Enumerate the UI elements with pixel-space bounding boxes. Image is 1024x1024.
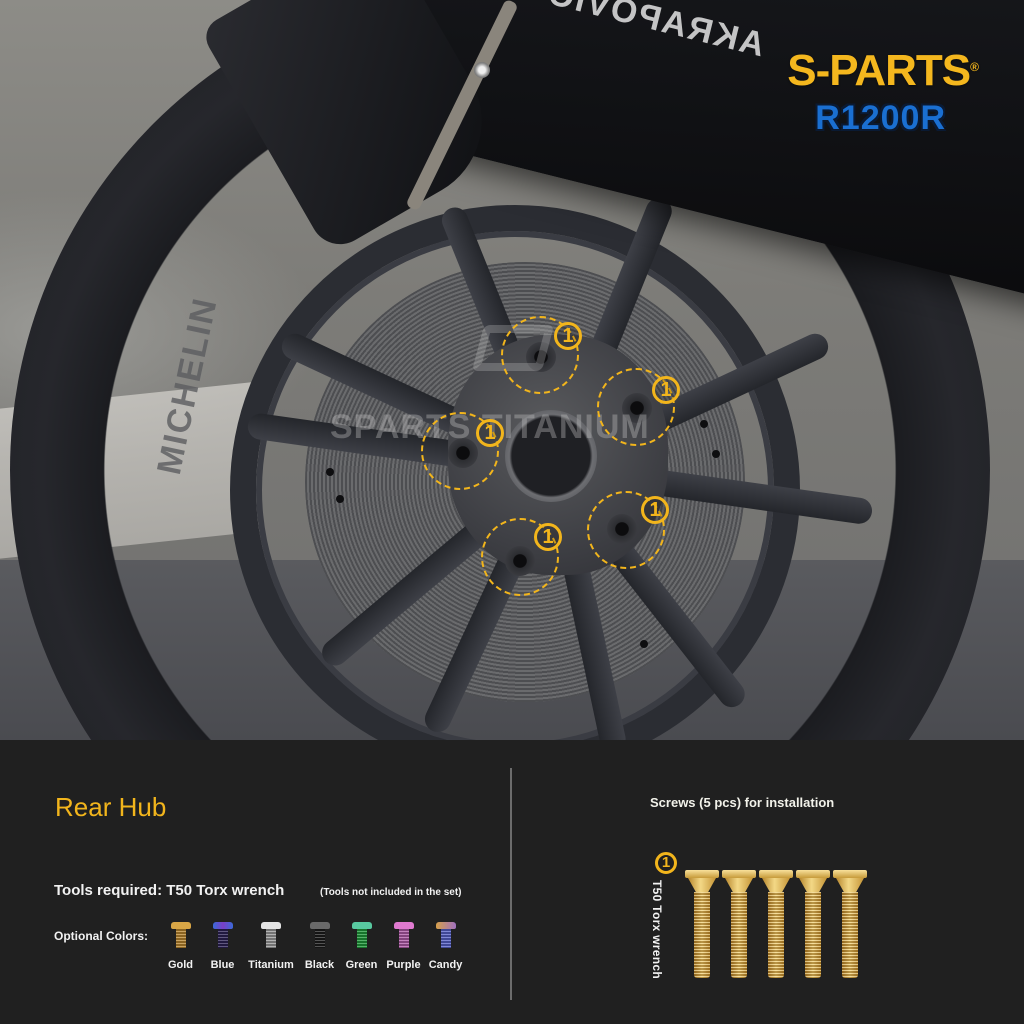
color-label: Black bbox=[304, 959, 335, 971]
exhaust-screw bbox=[474, 62, 490, 78]
color-label: Green bbox=[345, 959, 378, 971]
color-label: Purple bbox=[386, 959, 421, 971]
tools-required: Tools required: T50 Torx wrench bbox=[54, 882, 285, 899]
screw-number-badge: 1 bbox=[652, 376, 680, 404]
model-name: R1200R bbox=[815, 99, 946, 137]
color-option-black[interactable]: Black bbox=[299, 920, 340, 971]
screw-location-ring bbox=[597, 368, 675, 446]
screws-title: Screws (5 pcs) for installation bbox=[650, 795, 835, 810]
candy-screw-icon bbox=[434, 920, 458, 950]
registered-mark: ® bbox=[970, 60, 979, 74]
screw-location-ring bbox=[587, 491, 665, 569]
color-label: Gold bbox=[167, 959, 194, 971]
color-option-blue[interactable]: Blue bbox=[202, 920, 243, 971]
color-label: Candy bbox=[428, 959, 463, 971]
color-label: Blue bbox=[210, 959, 235, 971]
optional-colors-label: Optional Colors: bbox=[54, 929, 148, 943]
info-panel: Rear Hub Tools required: T50 Torx wrench… bbox=[0, 740, 1024, 1024]
color-option-purple[interactable]: Purple bbox=[383, 920, 424, 971]
screw-number-badge: 1 bbox=[554, 322, 582, 350]
screws-tool-label: T50 Torx wrench bbox=[650, 880, 664, 979]
purple-screw-icon bbox=[392, 920, 416, 950]
brand-name: S-PARTS bbox=[787, 46, 971, 95]
gold-screw-icon bbox=[722, 870, 756, 978]
screw-number-badge: 1 bbox=[476, 419, 504, 447]
brand-logo: S-PARTS® bbox=[787, 46, 979, 95]
brand-block: S-PARTS® R1200R bbox=[787, 46, 979, 138]
screw-number-badge: 1 bbox=[641, 496, 669, 524]
screw-number-badge: 1 bbox=[655, 852, 677, 874]
color-label: Titanium bbox=[248, 959, 294, 971]
hub-cap bbox=[505, 410, 597, 502]
tools-note: (Tools not included in the set) bbox=[320, 887, 462, 898]
screw-set bbox=[685, 870, 870, 978]
gold-screw-icon bbox=[759, 870, 793, 978]
screw-location-ring bbox=[501, 316, 579, 394]
screw-location-ring bbox=[481, 518, 559, 596]
blue-screw-icon bbox=[211, 920, 235, 950]
screw-location-ring bbox=[421, 412, 499, 490]
gold-screw-icon bbox=[169, 920, 193, 950]
product-photo: MICHELIN AKRAPOVIC SPARTS TITANIUM 1 1 1… bbox=[0, 0, 1024, 740]
panel-divider bbox=[510, 768, 512, 1000]
color-option-titanium[interactable]: Titanium bbox=[244, 920, 298, 971]
titanium-screw-icon bbox=[259, 920, 283, 950]
color-option-candy[interactable]: Candy bbox=[425, 920, 466, 971]
screw-number-badge: 1 bbox=[534, 523, 562, 551]
black-screw-icon bbox=[308, 920, 332, 950]
gold-screw-icon bbox=[833, 870, 867, 978]
color-option-green[interactable]: Green bbox=[341, 920, 382, 971]
section-title: Rear Hub bbox=[55, 792, 167, 822]
color-options: Gold Blue Titanium Black bbox=[160, 920, 467, 971]
green-screw-icon bbox=[350, 920, 374, 950]
color-option-gold[interactable]: Gold bbox=[160, 920, 201, 971]
gold-screw-icon bbox=[685, 870, 719, 978]
gold-screw-icon bbox=[796, 870, 830, 978]
